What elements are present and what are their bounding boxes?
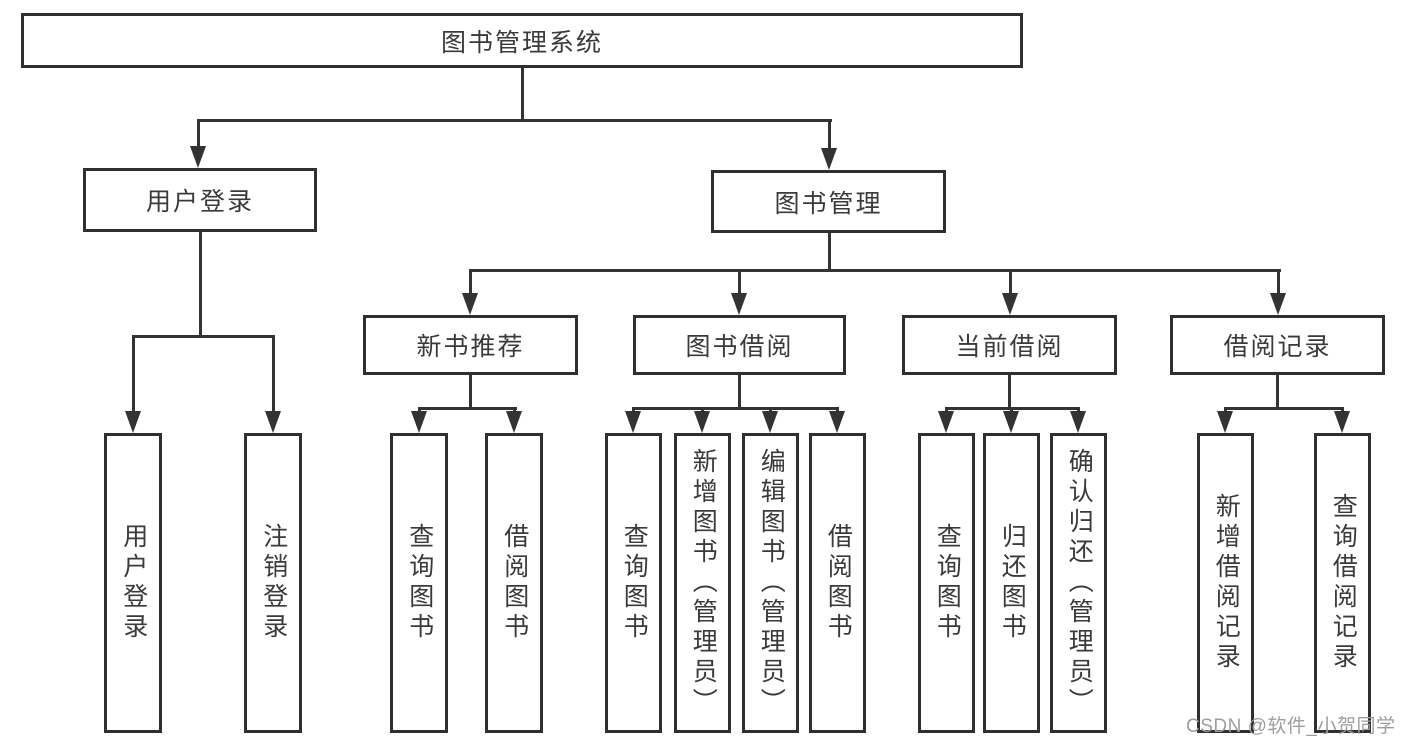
leaf-edit-books-admin: 编辑图书（管理员） bbox=[742, 433, 799, 733]
node-book-management-label: 图书管理 bbox=[774, 189, 883, 218]
node-user-login-label: 用户登录 bbox=[145, 188, 254, 216]
connector-drop-management bbox=[828, 119, 831, 150]
leaf-label: 新增图书（管理员） bbox=[689, 448, 718, 718]
connector-management-stem bbox=[828, 233, 831, 272]
connector-group-stem bbox=[469, 375, 472, 410]
arrowhead-down-icon bbox=[625, 411, 641, 433]
node-book-borrowing: 图书借阅 bbox=[633, 315, 846, 375]
connector-drop-leaf bbox=[132, 335, 135, 413]
leaf-label: 用户登录 bbox=[119, 523, 148, 643]
leaf-label: 查询图书 bbox=[405, 523, 434, 643]
leaf-user-login: 用户登录 bbox=[104, 433, 162, 733]
connector-group-stem bbox=[1276, 375, 1279, 410]
connector-drop-leaf bbox=[272, 335, 275, 413]
leaf-label: 归还图书 bbox=[998, 523, 1027, 643]
arrowhead-down-icon bbox=[762, 411, 778, 433]
connector-root-stem bbox=[521, 68, 524, 122]
leaf-query-borrow-record: 查询借阅记录 bbox=[1314, 433, 1371, 733]
connector-level1-split bbox=[197, 119, 832, 122]
leaf-logout: 注销登录 bbox=[244, 433, 302, 733]
arrowhead-down-icon bbox=[265, 411, 281, 433]
arrowhead-down-icon bbox=[1070, 411, 1086, 433]
connector-group-stem bbox=[738, 375, 741, 410]
leaf-query-books-1: 查询图书 bbox=[390, 433, 448, 733]
arrowhead-down-icon bbox=[462, 293, 478, 315]
leaf-label: 编辑图书（管理员） bbox=[757, 448, 786, 718]
leaf-label: 借阅图书 bbox=[500, 523, 529, 643]
arrowhead-down-icon bbox=[190, 146, 206, 168]
node-user-login: 用户登录 bbox=[83, 168, 317, 232]
csdn-watermark: CSDN @软件_小贺同学 bbox=[1186, 716, 1396, 737]
node-root: 图书管理系统 bbox=[21, 13, 1023, 68]
leaf-query-books-2: 查询图书 bbox=[605, 433, 662, 733]
node-borrowing-records-label: 借阅记录 bbox=[1223, 333, 1332, 361]
arrowhead-down-icon bbox=[1217, 411, 1233, 433]
node-new-book-recommend-label: 新书推荐 bbox=[416, 333, 525, 361]
connector-drop-group bbox=[738, 269, 741, 295]
leaf-borrow-books-1: 借阅图书 bbox=[485, 433, 543, 733]
leaf-label: 新增借阅记录 bbox=[1212, 493, 1241, 673]
leaf-borrow-books-2: 借阅图书 bbox=[809, 433, 866, 733]
connector-login-stem bbox=[199, 232, 202, 338]
connector-drop-group bbox=[1009, 269, 1012, 295]
arrowhead-down-icon bbox=[938, 411, 954, 433]
arrowhead-down-icon bbox=[1002, 293, 1018, 315]
arrowhead-down-icon bbox=[694, 411, 710, 433]
leaf-label: 查询图书 bbox=[620, 523, 649, 643]
connector-login-split bbox=[132, 335, 275, 338]
leaf-label: 确认归还（管理员） bbox=[1065, 448, 1094, 718]
leaf-confirm-return-admin: 确认归还（管理员） bbox=[1050, 433, 1107, 733]
connector-group-stem bbox=[1008, 375, 1011, 410]
arrowhead-down-icon bbox=[411, 411, 427, 433]
connector-group-split bbox=[632, 407, 838, 410]
leaf-return-books: 归还图书 bbox=[983, 433, 1040, 733]
leaf-query-books-3: 查询图书 bbox=[918, 433, 975, 733]
arrowhead-down-icon bbox=[1003, 411, 1019, 433]
leaf-add-borrow-record: 新增借阅记录 bbox=[1197, 433, 1254, 733]
arrowhead-down-icon bbox=[125, 411, 141, 433]
connector-level2-split bbox=[469, 269, 1281, 272]
node-current-borrowing: 当前借阅 bbox=[902, 315, 1117, 375]
arrowhead-down-icon bbox=[731, 293, 747, 315]
connector-group-split bbox=[418, 407, 517, 410]
leaf-label: 查询借阅记录 bbox=[1329, 493, 1358, 673]
leaf-add-books-admin: 新增图书（管理员） bbox=[674, 433, 731, 733]
leaf-label: 注销登录 bbox=[259, 523, 288, 643]
connector-drop-login bbox=[197, 119, 200, 148]
node-borrowing-records: 借阅记录 bbox=[1170, 315, 1385, 375]
arrowhead-down-icon bbox=[506, 411, 522, 433]
arrowhead-down-icon bbox=[1270, 293, 1286, 315]
leaf-label: 借阅图书 bbox=[824, 523, 853, 643]
arrowhead-down-icon bbox=[821, 148, 837, 170]
connector-group-split bbox=[1224, 407, 1344, 410]
leaf-label: 查询图书 bbox=[933, 523, 962, 643]
connector-drop-group bbox=[1277, 269, 1280, 295]
connector-drop-group bbox=[469, 269, 472, 295]
node-book-borrowing-label: 图书借阅 bbox=[685, 333, 794, 361]
node-book-management: 图书管理 bbox=[711, 170, 946, 233]
node-new-book-recommend: 新书推荐 bbox=[363, 315, 578, 375]
arrowhead-down-icon bbox=[829, 411, 845, 433]
arrowhead-down-icon bbox=[1334, 411, 1350, 433]
node-current-borrowing-label: 当前借阅 bbox=[955, 333, 1064, 361]
node-root-label: 图书管理系统 bbox=[440, 28, 603, 57]
